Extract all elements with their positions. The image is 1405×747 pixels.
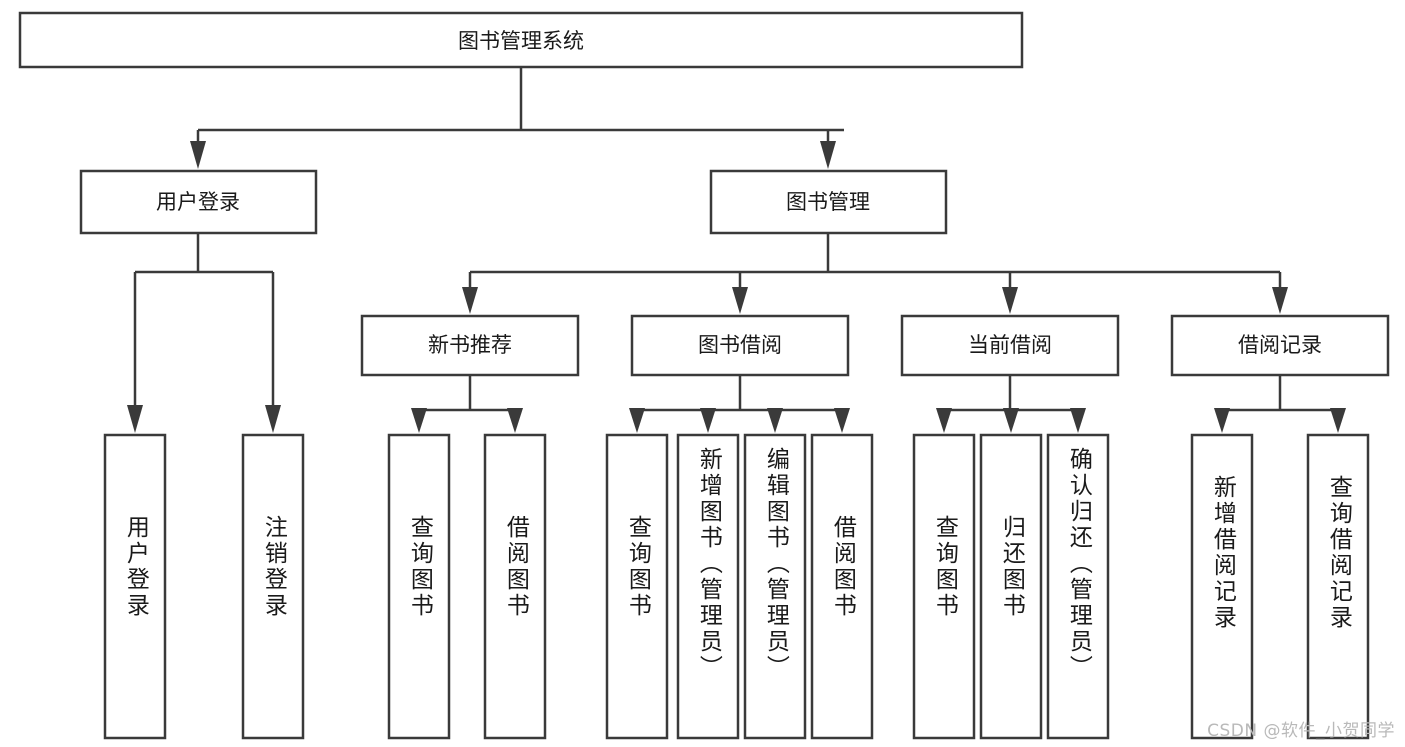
arrowhead-book-borrow bbox=[732, 287, 748, 314]
leaf-bb-query-box[interactable] bbox=[605, 433, 669, 740]
new-book-rec-label: 新书推荐 bbox=[428, 333, 512, 357]
arrowhead-new-book-rec bbox=[462, 287, 478, 314]
edge-bookmanage-trunk bbox=[468, 233, 1282, 288]
arrowhead-leaf-br-query bbox=[1330, 408, 1346, 433]
root-box[interactable] bbox=[18, 11, 1024, 69]
node-root[interactable]: 图书管理系统 bbox=[18, 11, 1024, 69]
leaf-rec-query-box[interactable] bbox=[387, 433, 451, 740]
arrowhead-leaf-rec-query bbox=[411, 408, 427, 433]
leaf-br-add-box[interactable] bbox=[1190, 433, 1254, 740]
edge-newbookrec-trunk bbox=[417, 375, 517, 414]
node-book-borrow[interactable]: 图书借阅 bbox=[630, 314, 850, 377]
leaf-boxes-layer bbox=[103, 433, 1370, 740]
edge-root-trunk bbox=[196, 67, 844, 142]
leaf-cb-query-box[interactable] bbox=[912, 433, 976, 740]
current-borrow-label: 当前借阅 bbox=[968, 333, 1052, 357]
arrowhead-leaf-bb-add bbox=[700, 408, 716, 433]
arrowhead-leaf-bb-borrow bbox=[834, 408, 850, 433]
borrow-record-box[interactable] bbox=[1170, 314, 1390, 377]
arrowhead-book-manage bbox=[820, 141, 836, 169]
arrowhead-current-borrow bbox=[1002, 287, 1018, 314]
root-label: 图书管理系统 bbox=[458, 29, 584, 53]
node-borrow-record[interactable]: 借阅记录 bbox=[1170, 314, 1390, 377]
edge-userlogin-trunk bbox=[133, 233, 275, 405]
node-current-borrow[interactable]: 当前借阅 bbox=[900, 314, 1120, 377]
node-new-book-rec[interactable]: 新书推荐 bbox=[360, 314, 580, 377]
edge-borrowrecord-trunk bbox=[1220, 375, 1340, 414]
leaf-rec-borrow-box[interactable] bbox=[483, 433, 547, 740]
book-manage-label: 图书管理 bbox=[786, 190, 870, 214]
arrowhead-borrow-record bbox=[1272, 287, 1288, 314]
leaf-cb-confirm-box[interactable] bbox=[1046, 433, 1110, 740]
user-login-box[interactable] bbox=[79, 169, 318, 235]
csdn-watermark: CSDN @软件_小贺同学 bbox=[1207, 721, 1395, 741]
edges-layer bbox=[127, 67, 1346, 433]
arrowhead-leaf-bb-query bbox=[629, 408, 645, 433]
arrowhead-leaf-rec-borrow bbox=[507, 408, 523, 433]
book-manage-box[interactable] bbox=[709, 169, 948, 235]
arrowhead-leaf-cb-confirm bbox=[1070, 408, 1086, 433]
arrowhead-leaf-user-logout bbox=[265, 405, 281, 433]
leaf-bb-edit-box[interactable] bbox=[743, 433, 807, 740]
book-borrow-box[interactable] bbox=[630, 314, 850, 377]
current-borrow-box[interactable] bbox=[900, 314, 1120, 377]
arrowhead-leaf-cb-query bbox=[936, 408, 952, 433]
node-book-manage[interactable]: 图书管理 bbox=[709, 169, 948, 235]
leaf-cb-return-box[interactable] bbox=[979, 433, 1043, 740]
leaf-bb-borrow-box[interactable] bbox=[810, 433, 874, 740]
arrowhead-leaf-bb-edit bbox=[767, 408, 783, 433]
user-login-label: 用户登录 bbox=[156, 190, 240, 214]
leaf-user-logout-box[interactable] bbox=[241, 433, 305, 740]
new-book-rec-box[interactable] bbox=[360, 314, 580, 377]
arrowhead-leaf-br-add bbox=[1214, 408, 1230, 433]
arrowhead-leaf-cb-return bbox=[1003, 408, 1019, 433]
node-user-login[interactable]: 用户登录 bbox=[79, 169, 318, 235]
borrow-record-label: 借阅记录 bbox=[1238, 333, 1322, 357]
leaf-user-login-box[interactable] bbox=[103, 433, 167, 740]
book-borrow-label: 图书借阅 bbox=[698, 333, 782, 357]
arrowhead-user-login bbox=[190, 141, 206, 169]
edge-bookborrow-trunk bbox=[635, 375, 844, 414]
leaf-br-query-box[interactable] bbox=[1306, 433, 1370, 740]
arrowhead-leaf-user-login bbox=[127, 405, 143, 433]
leaf-bb-add-box[interactable] bbox=[676, 433, 740, 740]
